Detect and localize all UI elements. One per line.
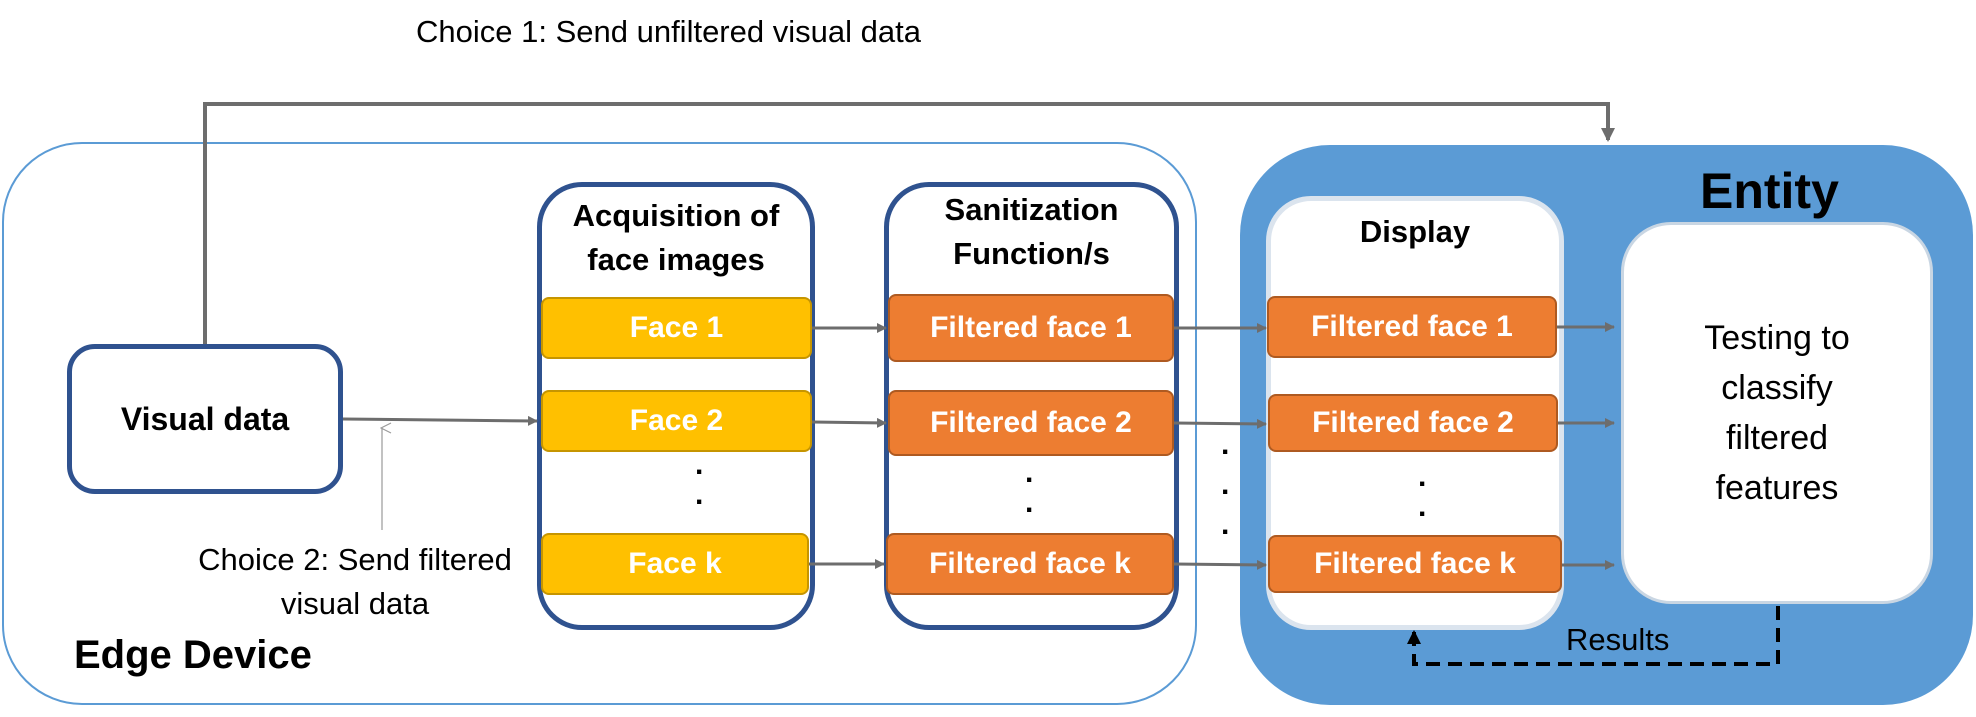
middle-dots: ... — [1221, 428, 1230, 541]
entity-label: Entity — [1700, 163, 1839, 219]
edge-device-label: Edge Device — [74, 633, 312, 677]
display-title: Display — [1359, 214, 1471, 249]
display-dots: .. — [1418, 460, 1427, 523]
acquisition-title-line-1: Acquisition of — [572, 198, 780, 233]
face-2-box: Face 2 — [541, 390, 812, 452]
acquisition-title: Acquisition of face images — [537, 194, 815, 282]
testing-line-1: Testing to — [1704, 319, 1850, 357]
testing-box: Testing to classify filtered features — [1621, 222, 1933, 604]
choice-1-arrow — [203, 102, 1615, 344]
display-filtered-face-k-box: Filtered face k — [1268, 535, 1562, 593]
sanitization-dots: .. — [1025, 456, 1034, 519]
choice-2-label-line-2: visual data — [280, 586, 430, 621]
visual-to-face-2-arrow — [342, 415, 538, 426]
choice-2-label-line-1: Choice 2: Send filtered — [198, 542, 512, 577]
face-1-box: Face 1 — [541, 297, 812, 359]
sanitization-title: Sanitization Function/s — [884, 188, 1179, 276]
display-filtered-face-2-box: Filtered face 2 — [1268, 394, 1558, 452]
choice-1-label: Choice 1: Send unfiltered visual data — [416, 14, 921, 49]
testing-line-3: filtered — [1725, 419, 1829, 457]
display-filtered-face-1-box: Filtered face 1 — [1267, 296, 1557, 358]
acquisition-dots: .. — [695, 448, 704, 511]
testing-line-2: classify — [1721, 369, 1833, 407]
sanitization-title-line-2: Function/s — [953, 236, 1110, 271]
results-arrow — [1407, 606, 1780, 666]
face-2-to-sanitized-arrow — [811, 417, 887, 428]
face-k-box: Face k — [541, 533, 809, 595]
sanitized-k-to-display-arrow — [1173, 559, 1267, 570]
results-label: Results — [1566, 622, 1670, 657]
visual-data-box: Visual data — [67, 344, 343, 494]
testing-line-4: features — [1715, 469, 1839, 507]
sanitization-filtered-face-1-box: Filtered face 1 — [888, 294, 1174, 362]
sanitized-2-to-display-arrow — [1173, 418, 1267, 429]
sanitization-filtered-face-2-box: Filtered face 2 — [888, 390, 1174, 456]
acquisition-title-line-2: face images — [587, 242, 765, 277]
sanitization-title-line-1: Sanitization — [944, 192, 1119, 227]
choice-2-label: Choice 2: Send filtered visual data — [180, 538, 530, 626]
sanitization-filtered-face-k-box: Filtered face k — [886, 533, 1174, 595]
